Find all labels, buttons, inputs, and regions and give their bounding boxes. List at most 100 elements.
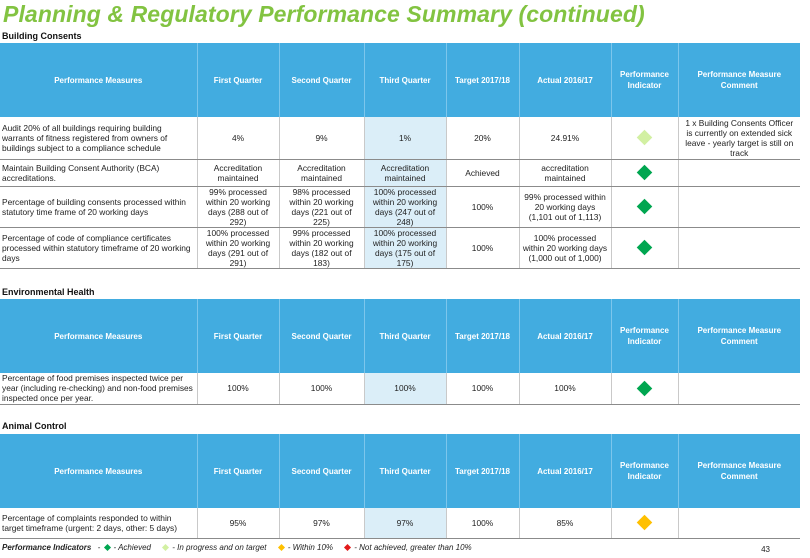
col-header-first-quarter: First Quarter — [197, 299, 280, 373]
col-header-indicator: Performance Indicator — [611, 299, 679, 373]
indicator-cell — [611, 159, 679, 187]
indicator-cell — [611, 186, 679, 228]
col-header-indicator: Performance Indicator — [611, 43, 679, 117]
achieved-diamond-icon — [636, 164, 653, 181]
indicator-cell — [611, 227, 679, 269]
measure-cell: Audit 20% of all buildings requiring bui… — [0, 117, 198, 160]
col-header-actual: Actual 2016/17 — [519, 43, 612, 117]
achieved-diamond-icon — [636, 239, 653, 256]
q2-cell: 100% — [279, 373, 365, 405]
actual-cell: 100% processed within 20 working days (1… — [519, 227, 612, 269]
legend-item-achieved: - - Achieved — [97, 543, 151, 552]
table-row: Percentage of building consents processe… — [0, 186, 800, 228]
target-cell: 100% — [446, 186, 520, 228]
measure-cell: Maintain Building Consent Authority (BCA… — [0, 159, 198, 187]
col-header-measures: Performance Measures — [0, 299, 198, 373]
page-title: Planning & Regulatory Performance Summar… — [3, 1, 645, 27]
indicator-cell — [611, 373, 679, 405]
comment-cell: 1 x Building Consents Officer is current… — [678, 117, 800, 160]
q2-cell: 9% — [279, 117, 365, 160]
performance-indicators-legend: Performance Indicators - - Achieved - In… — [2, 543, 480, 552]
target-cell: 20% — [446, 117, 520, 160]
comment-cell — [678, 227, 800, 269]
measure-cell: Percentage of building consents processe… — [0, 186, 198, 228]
measure-cell: Percentage of complaints responded to wi… — [0, 508, 198, 539]
actual-cell: 100% — [519, 373, 612, 405]
page-number: 43 — [761, 545, 770, 554]
col-header-actual: Actual 2016/17 — [519, 299, 612, 373]
col-header-comment: Performance Measure Comment — [678, 434, 800, 508]
within-10-diamond-icon — [277, 544, 285, 552]
indicator-cell — [611, 508, 679, 539]
legend-item-in-progress: - In progress and on target — [161, 543, 267, 552]
q1-cell: 4% — [197, 117, 280, 160]
q2-cell: 98% processed within 20 working days (22… — [279, 186, 365, 228]
col-header-measures: Performance Measures — [0, 434, 198, 508]
q3-cell: 100% processed within 20 working days (2… — [364, 186, 447, 228]
achieved-diamond-icon — [636, 198, 653, 215]
col-header-third-quarter: Third Quarter — [364, 434, 447, 508]
q2-cell: Accreditation maintained — [279, 159, 365, 187]
q1-cell: 100% — [197, 373, 280, 405]
q3-cell: 100% processed within 20 working days (1… — [364, 227, 447, 269]
col-header-second-quarter: Second Quarter — [279, 43, 365, 117]
measure-cell: Percentage of food premises inspected tw… — [0, 373, 198, 405]
section-title-animal-control: Animal Control — [2, 421, 67, 431]
target-cell: 100% — [446, 373, 520, 405]
target-cell: 100% — [446, 508, 520, 539]
table-row: Percentage of code of compliance certifi… — [0, 227, 800, 269]
actual-cell: 99% processed within 20 working days (1,… — [519, 186, 612, 228]
col-header-indicator: Performance Indicator — [611, 434, 679, 508]
table-row: Percentage of complaints responded to wi… — [0, 508, 800, 539]
actual-cell: 24.91% — [519, 117, 612, 160]
comment-cell — [678, 508, 800, 539]
section-title-building-consents: Building Consents — [2, 31, 82, 41]
q3-cell: 1% — [364, 117, 447, 160]
q3-cell: 97% — [364, 508, 447, 539]
col-header-target: Target 2017/18 — [446, 434, 520, 508]
animal-control-table: Performance Measures First Quarter Secon… — [0, 434, 800, 539]
comment-cell — [678, 159, 800, 187]
actual-cell: 85% — [519, 508, 612, 539]
q1-cell: Accreditation maintained — [197, 159, 280, 187]
within-10-diamond-icon — [636, 515, 653, 531]
building-consents-table: Performance Measures First Quarter Secon… — [0, 43, 800, 269]
table-row: Audit 20% of all buildings requiring bui… — [0, 117, 800, 160]
q3-cell: 100% — [364, 373, 447, 405]
comment-cell — [678, 186, 800, 228]
section-title-environmental-health: Environmental Health — [2, 287, 95, 297]
col-header-first-quarter: First Quarter — [197, 43, 280, 117]
achieved-diamond-icon — [103, 544, 111, 552]
in-progress-diamond-icon — [636, 130, 653, 146]
not-achieved-diamond-icon — [344, 544, 352, 552]
target-cell: Achieved — [446, 159, 520, 187]
q3-cell: Accreditation maintained — [364, 159, 447, 187]
comment-cell — [678, 373, 800, 405]
col-header-actual: Actual 2016/17 — [519, 434, 612, 508]
in-progress-diamond-icon — [162, 544, 170, 552]
col-header-third-quarter: Third Quarter — [364, 43, 447, 117]
q2-cell: 99% processed within 20 working days (18… — [279, 227, 365, 269]
indicator-cell — [611, 117, 679, 160]
achieved-diamond-icon — [636, 380, 653, 397]
q1-cell: 95% — [197, 508, 280, 539]
actual-cell: accreditation maintained — [519, 159, 612, 187]
q2-cell: 97% — [279, 508, 365, 539]
col-header-comment: Performance Measure Comment — [678, 299, 800, 373]
measure-cell: Percentage of code of compliance certifi… — [0, 227, 198, 269]
table-row: Maintain Building Consent Authority (BCA… — [0, 159, 800, 187]
col-header-measures: Performance Measures — [0, 43, 198, 117]
col-header-second-quarter: Second Quarter — [279, 299, 365, 373]
q1-cell: 99% processed within 20 working days (28… — [197, 186, 280, 228]
col-header-target: Target 2017/18 — [446, 43, 520, 117]
table-row: Percentage of food premises inspected tw… — [0, 373, 800, 405]
target-cell: 100% — [446, 227, 520, 269]
col-header-target: Target 2017/18 — [446, 299, 520, 373]
col-header-second-quarter: Second Quarter — [279, 434, 365, 508]
col-header-comment: Performance Measure Comment — [678, 43, 800, 117]
legend-item-within-10: - Within 10% — [277, 543, 333, 552]
legend-label: Performance Indicators — [2, 543, 92, 552]
col-header-first-quarter: First Quarter — [197, 434, 280, 508]
environmental-health-table: Performance Measures First Quarter Secon… — [0, 299, 800, 405]
q1-cell: 100% processed within 20 working days (2… — [197, 227, 280, 269]
